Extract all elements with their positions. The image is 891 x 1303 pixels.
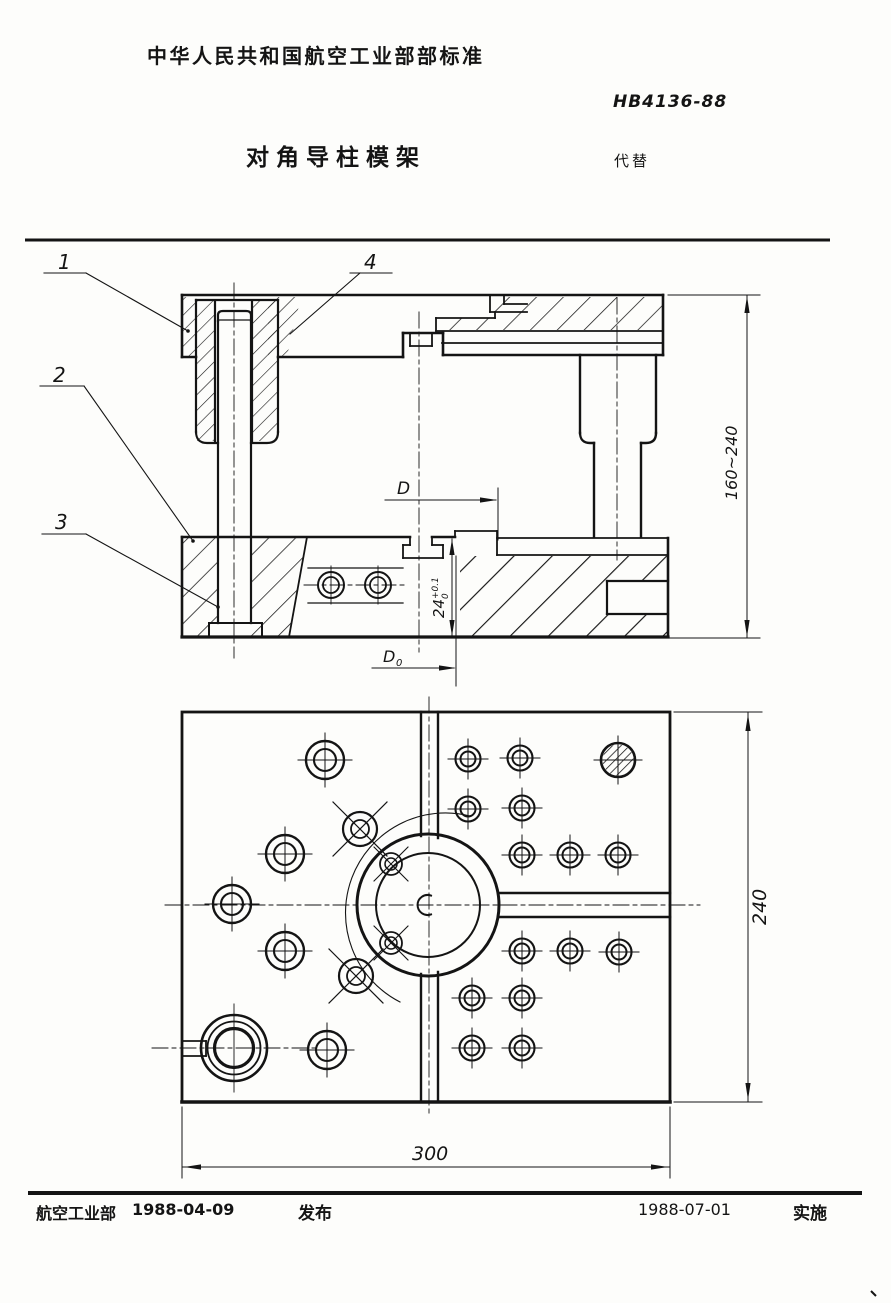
dim-height-range: 160~240 <box>722 426 741 500</box>
dim-d0-sub: 0 <box>396 658 402 669</box>
issuing-org: 航空工业部 <box>36 1206 117 1223</box>
part-label-1: 1 <box>58 250 71 274</box>
dim-depth: 24 <box>430 599 448 618</box>
section-view: 1 4 2 3 D D 0 24 + <box>39 250 761 687</box>
effective-date: 1988-07-01 <box>638 1200 731 1219</box>
dim-depth-tol-lower: 0 <box>441 593 451 599</box>
standard-org-title: 中华人民共和国航空工业部部标准 <box>147 46 485 68</box>
part-label-4: 4 <box>364 250 377 274</box>
document-title: 对角导柱模架 <box>246 144 426 170</box>
issue-label: 发布 <box>298 1204 332 1223</box>
standard-number: HB4136-88 <box>613 92 728 112</box>
corner-mark <box>870 1290 877 1297</box>
replaces-label: 代替 <box>614 153 651 170</box>
effective-label: 实施 <box>793 1204 827 1223</box>
dim-plan-height: 240 <box>749 889 771 925</box>
dim-d: D <box>397 479 410 499</box>
part-label-2: 2 <box>53 363 66 387</box>
plan-view: 300 240 <box>151 696 771 1179</box>
dim-plan-width: 300 <box>412 1143 448 1165</box>
part-label-3: 3 <box>55 510 68 534</box>
issue-date: 1988-04-09 <box>132 1200 235 1219</box>
dim-d0: D <box>383 647 395 666</box>
dim-depth-tol-upper: +0.1 <box>431 577 441 599</box>
